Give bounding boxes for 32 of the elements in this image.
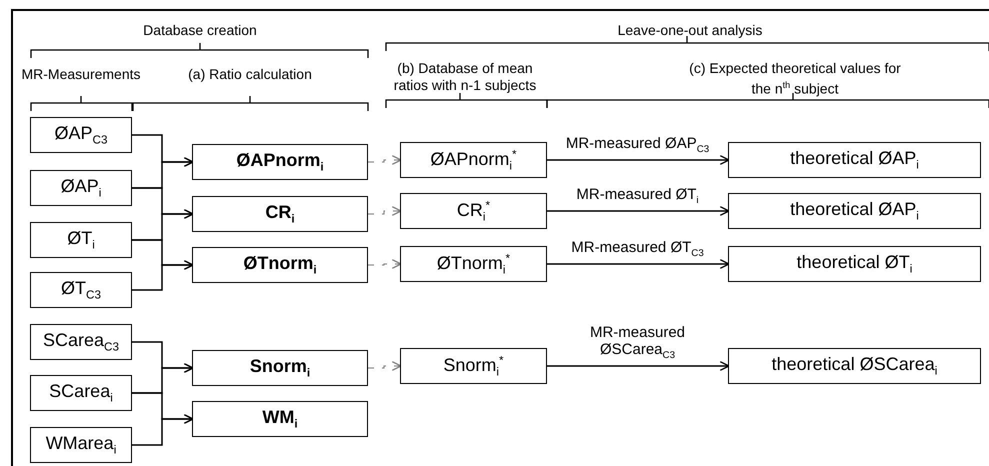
arrow (132, 260, 194, 291)
arrow (368, 206, 402, 216)
result-box: theoretical ØSCarea$_{i}$ (728, 348, 981, 384)
measurement-box: ØT$_{C3}$ (30, 272, 132, 308)
ratio-box: CR$_{i}$ (192, 196, 368, 232)
section-heading: Database creation (142, 22, 258, 39)
result-box: theoretical ØAP$_{i}$ (728, 142, 981, 178)
section-heading: Leave-one-out analysis (616, 22, 764, 39)
measurement-box: ØAP$_{C3}$ (30, 117, 132, 153)
ratio-box: ØTnorm$_{i}$ (192, 247, 368, 283)
measurement-box: SCarea$_{i}$ (30, 375, 132, 411)
ratio-box: ØAPnorm$_{i}$ (192, 144, 368, 180)
result-box: theoretical ØAP$_{i}$ (728, 193, 981, 229)
arrow (368, 258, 402, 270)
arrow (547, 258, 730, 270)
arrow (547, 154, 730, 166)
arrow (547, 360, 730, 372)
column-heading: (c) Expected theoretical values for the n$^{th}$ subject (688, 60, 902, 98)
ratio-box: Snorm$_{i}$ (192, 350, 368, 386)
arrow (368, 154, 402, 166)
ratio-box: WM$_{i}$ (192, 401, 368, 437)
measurement-box: SCarea$_{C3}$ (30, 324, 132, 360)
column-heading: (a) Ratio calculation (187, 66, 313, 83)
arrow (547, 206, 730, 216)
arrow (132, 414, 194, 446)
measurement-box: ØAP$_{i}$ (30, 170, 132, 206)
arrow (368, 360, 402, 372)
column-heading: MR-Measurements (20, 66, 142, 83)
measurement-box: ØT$_{i}$ (30, 222, 132, 258)
measurement-box: WMarea$_{i}$ (30, 427, 132, 463)
column-heading: (b) Database of mean ratios with n-1 subjects (392, 60, 538, 94)
result-box: theoretical ØT$_{i}$ (728, 246, 981, 282)
